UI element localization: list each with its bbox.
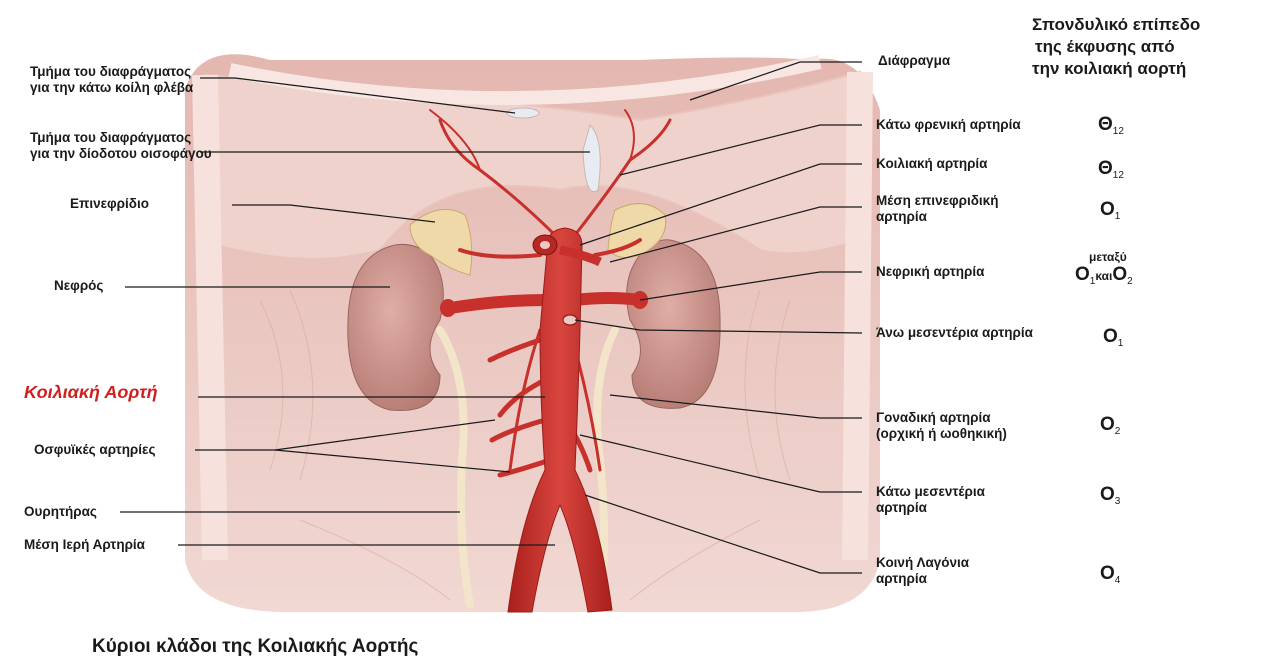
label-gonadal: Γοναδική αρτηρία (ορχική ή ωοθηκική) [876,410,1007,442]
level-letter: Ο [1112,264,1127,285]
level-and-word: και [1095,269,1112,283]
label-common-iliac-line-1: Κοινή Λαγόνια [876,555,969,571]
label-lumbar-arteries: Οσφυϊκές αρτηρίες [34,442,155,458]
level-number: 1 [1115,211,1121,222]
level-number: 12 [1113,126,1124,137]
label-superior-mesenteric: Άνω μεσεντέρια αρτηρία [876,325,1033,341]
level-number: 1 [1118,338,1124,349]
label-eso-line-2: για την δίοδοτου οισοφάγου [30,146,212,162]
label-abdominal-aorta: Κοιλιακή Αορτή [24,384,158,400]
label-median-sacral: Μέση Ιερή Αρτηρία [24,537,145,553]
level-number: 2 [1115,426,1121,437]
level-superior-mesenteric: Ο1 [1103,326,1123,349]
level-letter: Ο [1100,414,1115,435]
label-adrenal: Επινεφρίδιο [70,196,149,212]
label-ivc-line-2: για την κάτω κοίλη φλέβα [30,80,193,96]
label-eso-line-1: Τμήμα του διαφράγματος [30,130,212,146]
label-kidney: Νεφρός [54,278,103,294]
label-ureter: Ουρητήρας [24,504,97,520]
level-celiac: Θ12 [1098,158,1124,181]
heading-line-3: την κοιλιακή αορτή [1032,58,1200,80]
level-renal: μεταξύ Ο1καιΟ2 [1075,250,1133,287]
label-mid-adrenal-line-1: Μέση επινεφριδική [876,193,998,209]
level-letter: Ο [1075,264,1090,285]
label-ivc-line-1: Τμήμα του διαφράγματος [30,64,193,80]
level-number: 4 [1115,575,1121,586]
label-inf-mes-line-2: αρτηρία [876,500,985,516]
figure-caption: Κύριοι κλάδοι της Κοιλιακής Αορτής [92,636,418,658]
label-common-iliac-line-2: αρτηρία [876,571,969,587]
label-renal: Νεφρική αρτηρία [876,264,984,280]
label-inferior-phrenic: Κάτω φρενική αρτηρία [876,117,1021,133]
sma-origin [563,315,577,325]
level-number: 12 [1113,170,1124,181]
level-number: 3 [1115,496,1121,507]
label-gonadal-line-2: (ορχική ή ωοθηκική) [876,426,1007,442]
vertebral-level-heading: Σπονδυλικό επίπεδο της έκφυσης από την κ… [1032,14,1200,80]
level-common-iliac: Ο4 [1100,563,1120,586]
label-mid-adrenal-line-2: αρτηρία [876,209,998,225]
heading-line-1: Σπονδυλικό επίπεδο [1032,14,1200,36]
label-inferior-mesenteric: Κάτω μεσεντέρια αρτηρία [876,484,985,516]
label-middle-adrenal: Μέση επινεφριδική αρτηρία [876,193,998,225]
level-number: 2 [1127,276,1133,287]
left-kidney [348,244,444,410]
label-celiac: Κοιλιακή αρτηρία [876,156,987,172]
level-inferior-mesenteric: Ο3 [1100,484,1120,507]
level-letter: Ο [1100,199,1115,220]
label-ivc-opening: Τμήμα του διαφράγματος για την κάτω κοίλ… [30,64,193,96]
label-diaphragm: Διάφραγμα [878,53,950,69]
right-kidney [627,240,720,409]
label-esophageal-opening: Τμήμα του διαφράγματος για την δίοδοτου … [30,130,212,162]
level-letter: Ο [1103,326,1118,347]
label-common-iliac: Κοινή Λαγόνια αρτηρία [876,555,969,587]
heading-line-2: της έκφυσης από [1032,36,1200,58]
level-gonadal: Ο2 [1100,414,1120,437]
label-gonadal-line-1: Γοναδική αρτηρία [876,410,1007,426]
level-letter: Ο [1100,484,1115,505]
level-letter: Ο [1100,563,1115,584]
level-between-word: μεταξύ [1075,250,1133,264]
level-letter: Θ [1098,114,1113,135]
label-inf-mes-line-1: Κάτω μεσεντέρια [876,484,985,500]
level-letter: Θ [1098,158,1113,179]
level-middle-adrenal: Ο1 [1100,199,1120,222]
level-inferior-phrenic: Θ12 [1098,114,1124,137]
